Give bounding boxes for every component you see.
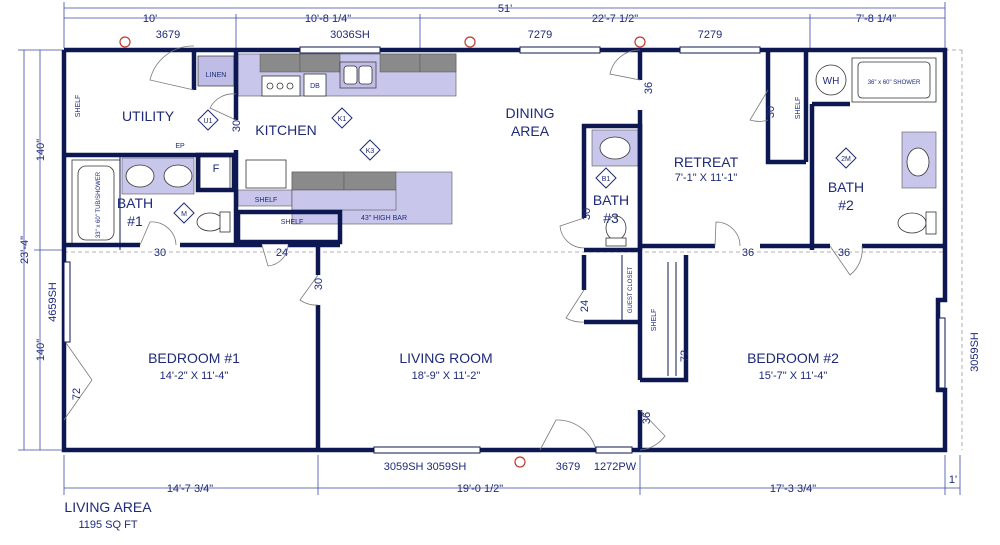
window-label-left: 4659SH	[47, 282, 59, 322]
living-area-title: LIVING AREA	[64, 499, 152, 515]
label-shower: 36" x 60" SHOWER	[868, 80, 921, 86]
dim-bottom-2: 19'-0 1/2"	[457, 483, 503, 495]
marker-2m: 2M	[841, 156, 851, 163]
left-dimensions: 23'-4" 140" 140"	[18, 49, 64, 451]
label-high-bar: 43" HIGH BAR	[361, 215, 407, 222]
room-bedroom2: BEDROOM #2	[747, 350, 839, 366]
overall-width-dim: 51'	[498, 3, 512, 15]
label-shelf-retreat: SHELF	[795, 97, 802, 120]
door-size-bed1-closet: 72	[71, 388, 83, 400]
marker-k3: K3	[366, 148, 375, 155]
marker-k1: K1	[338, 116, 347, 123]
window-label-top-2: 3036SH	[330, 29, 370, 41]
door-size-retreat-closet: 30	[765, 106, 777, 118]
label-furnace: F	[213, 163, 220, 175]
room-bath2-line1: BATH	[828, 179, 864, 195]
room-utility: UTILITY	[122, 108, 175, 124]
door-size-bedroom2: 36	[641, 412, 653, 424]
dim-bottom-1: 14'-7 3/4"	[167, 483, 213, 495]
label-guest-closet: GUEST CLOSET	[628, 267, 634, 314]
door-size-retreat: 36	[742, 247, 754, 259]
label-ep: EP	[175, 143, 185, 150]
room-dining-line1: DINING	[506, 105, 555, 121]
windows	[63, 46, 946, 454]
window-label-bottom-3: 1272PW	[594, 461, 637, 473]
depth-upper-dim: 140"	[35, 139, 47, 161]
door-size-dining: 36	[643, 82, 655, 94]
depth-lower-dim: 140"	[35, 339, 47, 361]
room-living-size: 18'-9" X 11'-2"	[412, 370, 481, 382]
window-label-top-3: 7279	[528, 29, 552, 41]
window-label-top-4: 7279	[698, 29, 722, 41]
window-label-right: 3059SH	[969, 332, 981, 372]
door-size-hall: 24	[276, 247, 288, 259]
door-size-closet-bed2: 72	[679, 350, 691, 362]
dim-seg-2: 10'-8 1/4"	[305, 13, 351, 25]
walls	[61, 47, 948, 453]
room-bath1-line1: BATH	[117, 195, 153, 211]
marker-b1: B1	[602, 176, 611, 183]
room-retreat-size: 7'-1" X 11'-1"	[675, 172, 738, 184]
window-label-bottom-1: 3059SH 3059SH	[384, 461, 467, 473]
bottom-dimensions: 14'-7 3/4" 19'-0 1/2" 17'-3 3/4" 1'	[63, 455, 961, 495]
room-retreat: RETREAT	[674, 154, 739, 170]
room-bedroom1: BEDROOM #1	[148, 350, 240, 366]
kitchen-island	[237, 159, 453, 225]
label-water-heater: WH	[823, 76, 840, 87]
label-dishwasher: DB	[310, 83, 320, 90]
door-swings	[63, 45, 863, 451]
dim-bottom-4: 1'	[949, 474, 957, 486]
bath2-fixtures	[815, 57, 937, 235]
label-tub-shower: 33" x 60" TUB/SHOWER	[96, 171, 102, 238]
label-linen: LINEN	[206, 72, 227, 79]
room-bath3-line1: BATH	[593, 192, 629, 208]
dim-seg-4: 7'-8 1/4"	[856, 13, 896, 25]
window-label-top-1: 3679	[156, 29, 180, 41]
room-dining-line2: AREA	[511, 123, 550, 139]
door-size-bath1: 30	[154, 247, 166, 259]
label-shelf-hall: SHELF	[281, 219, 304, 226]
fixture-markers	[173, 107, 857, 224]
marker-m: M	[181, 211, 187, 218]
bath1-fixtures	[71, 157, 231, 247]
door-size-utility: 30	[231, 120, 243, 132]
door-size-bath3: 30	[581, 208, 593, 220]
room-bedroom1-size: 14'-2" X 11'-4"	[160, 370, 229, 382]
room-living: LIVING ROOM	[399, 350, 492, 366]
room-bath3-line2: #3	[603, 210, 619, 226]
door-size-bath2: 36	[838, 247, 850, 259]
door-size-guest-closet: 24	[579, 300, 591, 312]
dim-bottom-3: 17'-3 3/4"	[770, 483, 816, 495]
dim-seg-1: 10'	[143, 13, 157, 25]
bath3-fixtures	[591, 129, 639, 247]
living-area-value: 1195 SQ FT	[78, 519, 137, 531]
door-size-bedroom1: 30	[313, 278, 325, 290]
label-shelf-kitchen: SHELF	[255, 197, 278, 204]
room-kitchen: KITCHEN	[255, 122, 316, 138]
room-bath2-line2: #2	[838, 197, 854, 213]
window-label-bottom-2: 3679	[556, 461, 580, 473]
smoke-detector-icons	[119, 36, 646, 468]
label-shelf-utility: SHELF	[75, 95, 82, 118]
marker-u1: U1	[204, 118, 213, 125]
overall-depth-dim: 23'-4"	[19, 236, 31, 264]
top-dimensions: 51' 10' 10'-8 1/4" 22'-7 1/2" 7'-8 1/4"	[63, 2, 946, 48]
room-bath1-line2: #1	[127, 213, 143, 229]
label-shelf-closet: SHELF	[651, 309, 658, 332]
room-bedroom2-size: 15'-7" X 11'-4"	[759, 370, 828, 382]
dim-seg-3: 22'-7 1/2"	[592, 13, 638, 25]
